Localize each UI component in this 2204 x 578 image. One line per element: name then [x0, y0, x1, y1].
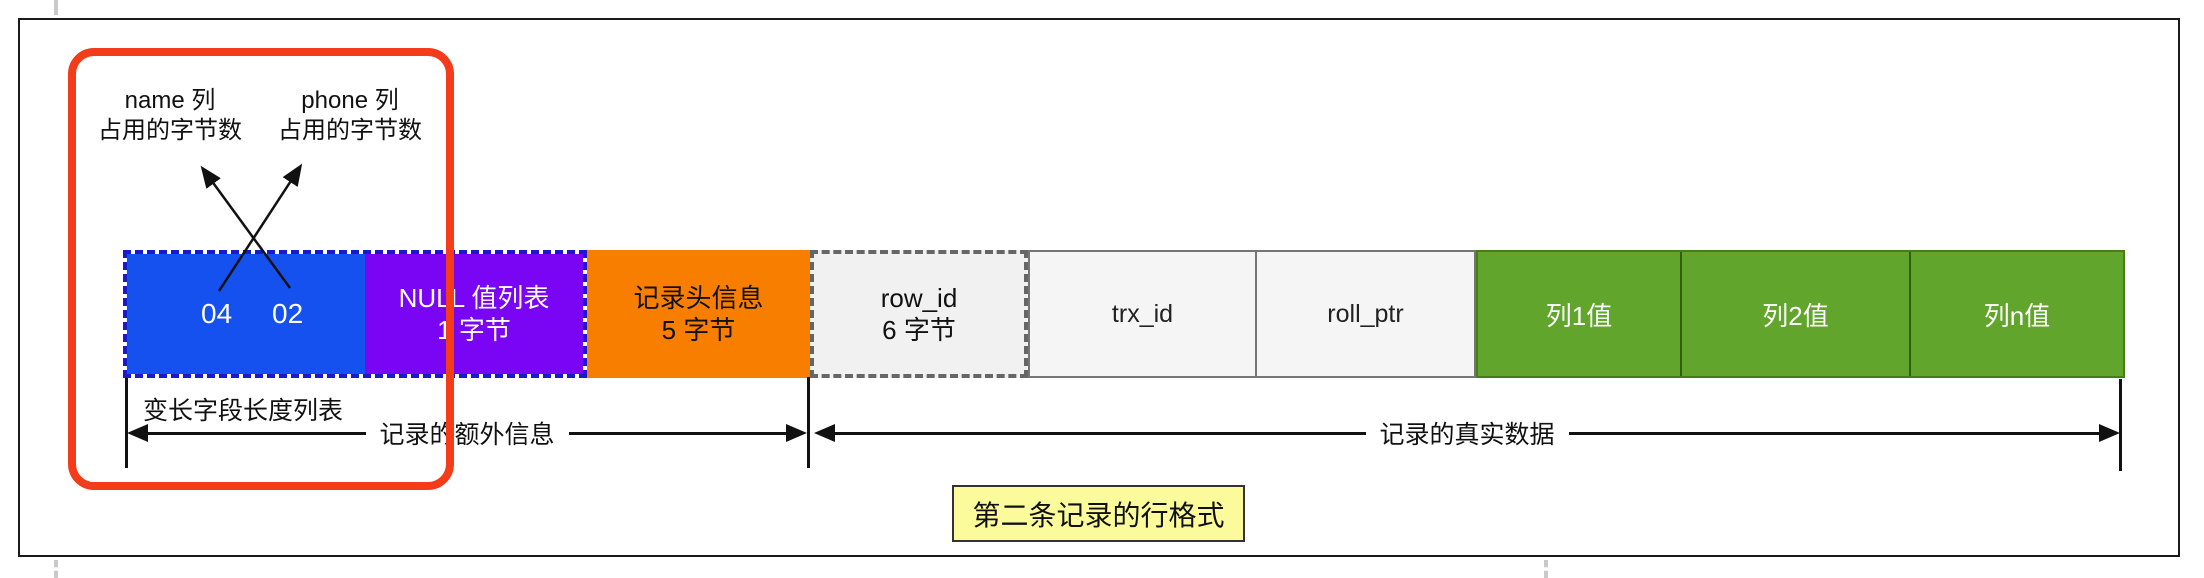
column1-value-box: 列1值	[1478, 252, 1682, 376]
system-columns-group: trx_id roll_ptr	[1028, 250, 1476, 378]
rowid-box-line1: row_id	[880, 283, 958, 313]
arrowhead-right-icon	[786, 424, 808, 442]
phone-label-line2: 占用的字节数	[278, 117, 422, 144]
header-box-line1: 记录头信息	[633, 283, 764, 313]
rowid-box-line2: 6 字节	[882, 315, 956, 345]
tick-real-data-end	[2119, 379, 2122, 471]
phone-label-line1: phone 列	[301, 87, 399, 114]
arrowhead-right-icon	[2099, 424, 2121, 442]
column2-value-box: 列2值	[1682, 252, 1911, 376]
null-box-line1: NULL 值列表	[398, 283, 550, 313]
trx-id-box: trx_id	[1030, 252, 1257, 376]
columnn-value-box: 列n值	[1983, 300, 2051, 331]
real-data-measure-arrow: 记录的真实数据	[814, 420, 2121, 449]
null-values-list-box: NULL 值列表 1 字节	[365, 254, 583, 374]
varlen-byte-04: 04	[201, 298, 233, 329]
roll-ptr-box: roll_ptr	[1327, 299, 1404, 328]
caption-box: 第二条记录的行格式	[952, 485, 1245, 542]
measure-line	[835, 431, 1366, 435]
caption-text: 第二条记录的行格式	[972, 499, 1225, 531]
varlen-list-annotation: 变长字段长度列表	[143, 397, 344, 425]
measure-line	[1568, 431, 2100, 435]
arrowhead-left-icon	[127, 424, 148, 442]
arrowhead-left-icon	[814, 424, 835, 442]
name-label-line2: 占用的字节数	[98, 117, 242, 144]
tick-extra-real-boundary	[807, 377, 810, 468]
tick-varlen-start	[125, 378, 128, 468]
varlen-null-group: 04 02 NULL 值列表 1 字节	[123, 250, 587, 378]
red-highlight-rectangle	[68, 48, 454, 490]
guide-dash-top	[54, 0, 58, 15]
column-values-group: 列1值 列2值 列n值	[1476, 250, 2125, 378]
extra-info-measure-arrow: 记录的额外信息	[127, 420, 808, 449]
measure-line	[148, 431, 366, 435]
row-id-box: row_id 6 字节	[810, 250, 1028, 378]
real-data-label: 记录的真实数据	[1379, 421, 1555, 449]
record-header-box: 记录头信息 5 字节	[587, 250, 810, 378]
guide-dash-bottom-mid	[1544, 560, 1548, 578]
varlen-byte-02: 02	[272, 298, 304, 329]
name-label-line1: name 列	[124, 87, 216, 114]
header-box-line2: 5 字节	[661, 315, 736, 345]
phone-column-bytes-label: phone 列 占用的字节数	[258, 86, 442, 146]
measure-line	[568, 431, 787, 435]
guide-dash-bottom-left	[54, 560, 58, 578]
extra-info-label: 记录的额外信息	[379, 421, 555, 449]
name-column-bytes-label: name 列 占用的字节数	[78, 86, 262, 146]
